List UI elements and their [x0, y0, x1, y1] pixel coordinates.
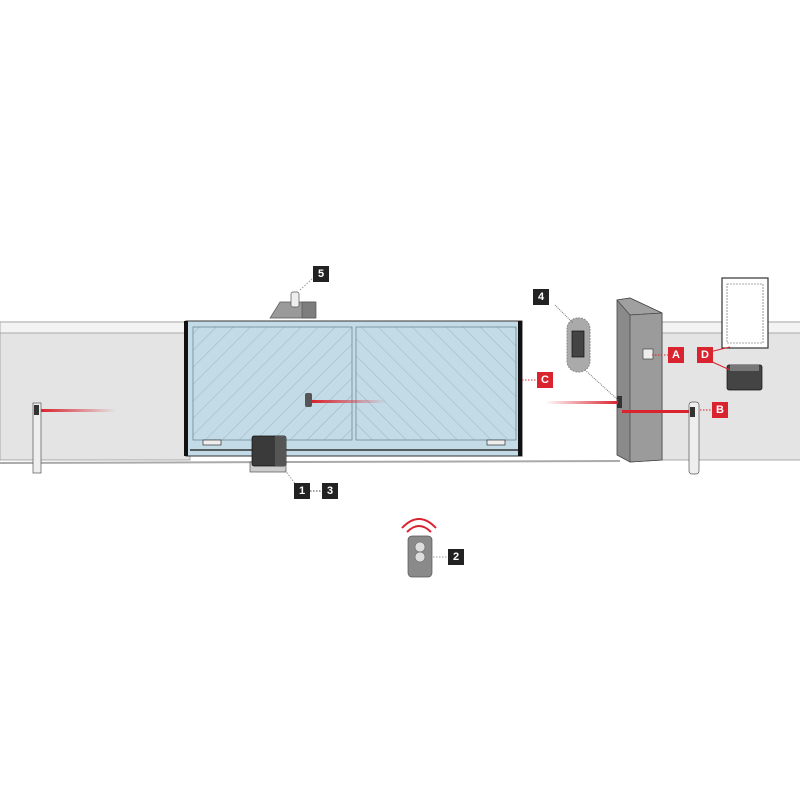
- sliding-gate: [184, 320, 523, 457]
- remote-control: [401, 518, 437, 578]
- gate-beam: [312, 400, 387, 403]
- label-4: 4: [533, 289, 549, 305]
- left-wall: [0, 321, 191, 461]
- flashing-light: [269, 291, 317, 319]
- key-selector-icon: [642, 348, 654, 360]
- left-photocell-post: [32, 402, 116, 474]
- right-photocell-post: [688, 401, 700, 475]
- label-2: 2: [448, 549, 464, 565]
- pillar-photocell: [617, 396, 622, 408]
- pillar: [545, 297, 692, 463]
- label-5: 5: [313, 266, 329, 282]
- label-a: A: [668, 347, 684, 363]
- label-b: B: [712, 402, 728, 418]
- label-1: 1: [294, 483, 310, 499]
- leader-lines: [284, 277, 731, 558]
- label-d: D: [697, 347, 713, 363]
- label-c: C: [537, 372, 553, 388]
- photocell-detail: [554, 304, 619, 401]
- ground-track: [0, 460, 621, 464]
- label-3: 3: [322, 483, 338, 499]
- gate-motor: [249, 435, 287, 473]
- gate-photocell: [305, 393, 312, 407]
- battery-box: [726, 364, 763, 391]
- solar-panel: [721, 277, 769, 349]
